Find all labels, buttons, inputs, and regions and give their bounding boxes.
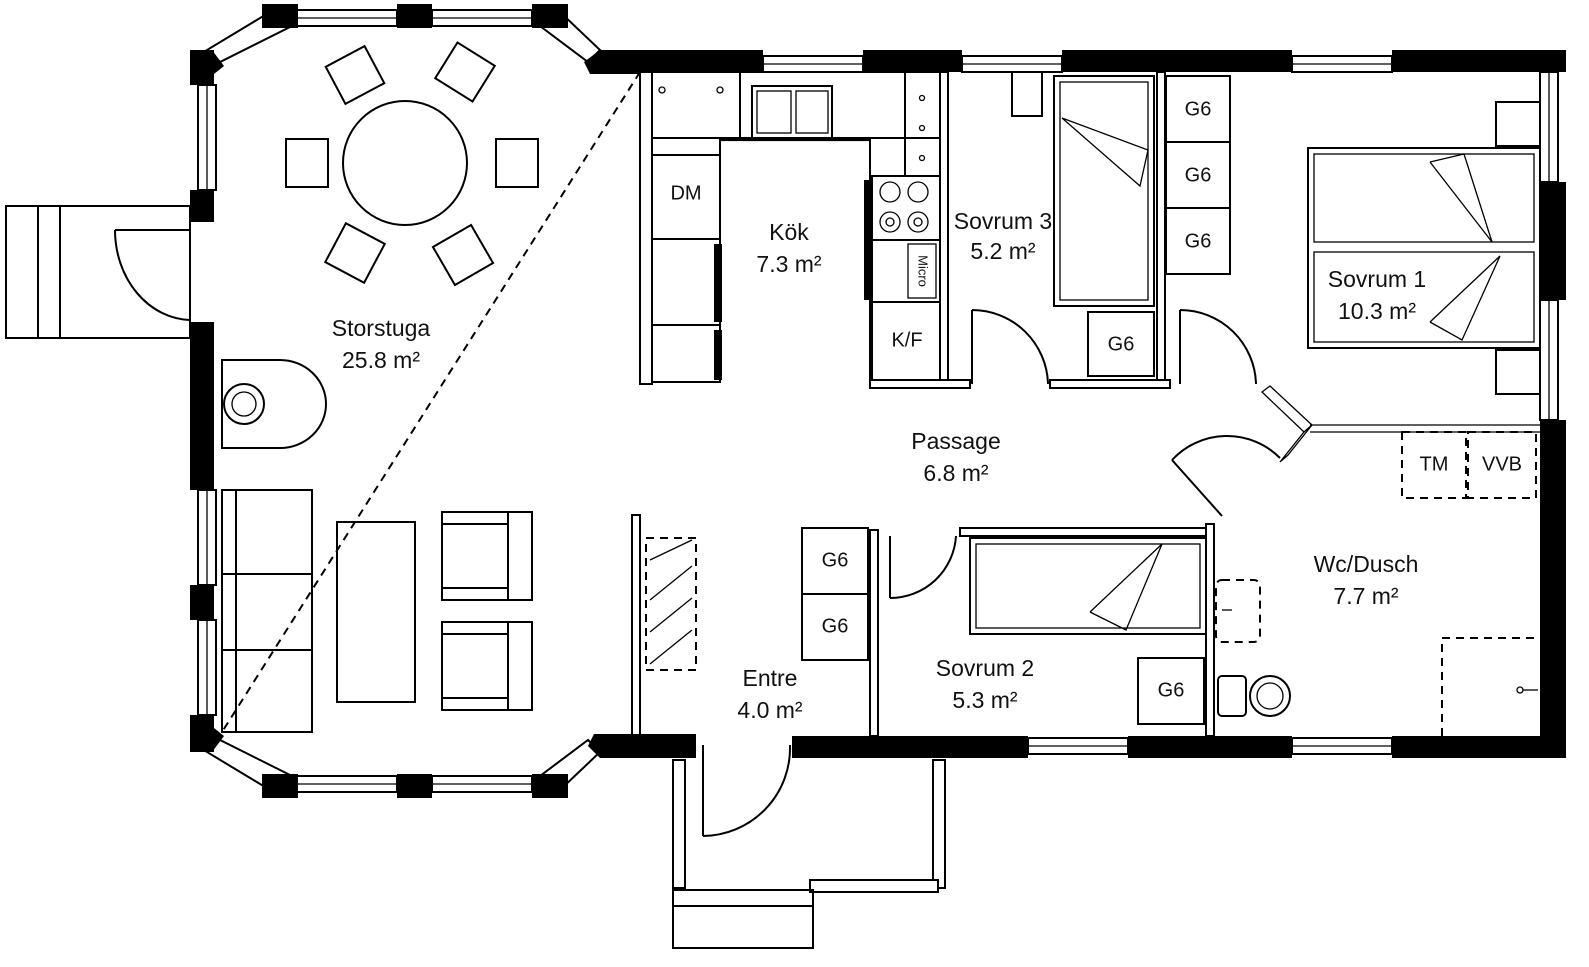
washer-label: TM xyxy=(1420,453,1449,475)
room-name-passage: Passage xyxy=(911,428,1001,454)
room-name-sovrum2: Sovrum 2 xyxy=(936,655,1034,681)
bedroom-furniture: G6 G6 G6 G6 G6 G6 G6 xyxy=(645,71,1541,725)
wardrobe-label: G6 xyxy=(1158,679,1185,701)
room-name-wc: Wc/Dusch xyxy=(1314,551,1419,577)
room-name-kok: Kök xyxy=(769,219,809,245)
wardrobe-label: G6 xyxy=(1108,333,1135,355)
doors xyxy=(5,205,1281,949)
wardrobe-label: G6 xyxy=(1185,98,1212,120)
kitchen-fixtures: DM Micro K/F xyxy=(651,71,941,383)
interior-walls xyxy=(631,71,1540,737)
wardrobe-label: G6 xyxy=(1185,164,1212,186)
wardrobe-label: G6 xyxy=(1185,230,1212,252)
exterior-walls xyxy=(190,4,1566,798)
room-name-entre: Entre xyxy=(743,665,798,691)
room-area-entre: 4.0 m² xyxy=(737,697,803,723)
wardrobe-label: G6 xyxy=(822,549,849,571)
room-name-storstuga: Storstuga xyxy=(332,315,431,341)
room-name-sovrum3: Sovrum 3 xyxy=(954,208,1052,234)
room-area-sovrum3: 5.2 m² xyxy=(970,238,1036,264)
water-heater-label: VVB xyxy=(1482,453,1522,475)
microwave-label: Micro xyxy=(916,255,931,287)
windows xyxy=(197,9,1559,893)
room-area-sovrum2: 5.3 m² xyxy=(952,687,1018,713)
wardrobe-label: G6 xyxy=(822,615,849,637)
room-area-kok: 7.3 m² xyxy=(756,251,822,277)
room-area-wc: 7.7 m² xyxy=(1333,583,1399,609)
living-furniture xyxy=(221,41,641,733)
fridge-freezer-label: K/F xyxy=(891,329,922,351)
bathroom-fixtures: TM VVB xyxy=(1215,431,1538,736)
dishwasher-label: DM xyxy=(670,182,701,204)
room-area-storstuga: 25.8 m² xyxy=(342,347,420,373)
room-area-sovrum1: 10.3 m² xyxy=(1338,298,1416,324)
room-labels: Storstuga 25.8 m² Kök 7.3 m² Sovrum 3 5.… xyxy=(332,208,1426,723)
room-area-passage: 6.8 m² xyxy=(923,460,989,486)
room-name-sovrum1: Sovrum 1 xyxy=(1328,266,1426,292)
